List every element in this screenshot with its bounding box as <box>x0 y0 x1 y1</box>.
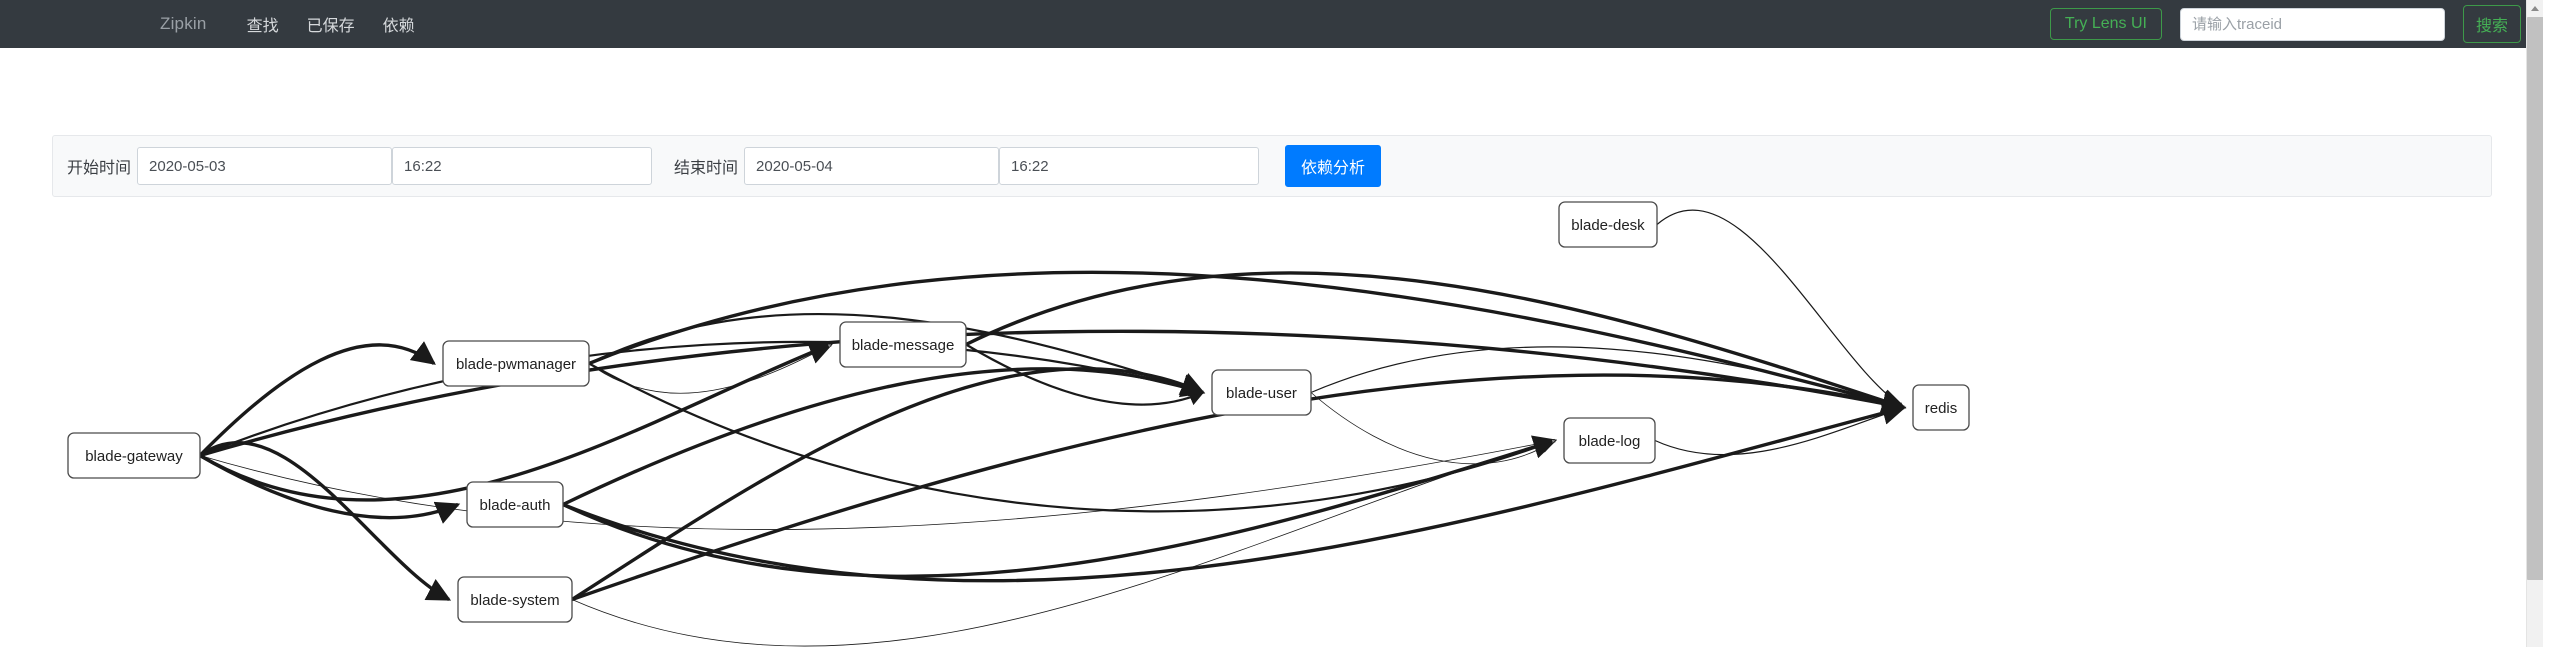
scrollbar-thumb[interactable] <box>2527 17 2543 580</box>
graph-node-blade-desk[interactable]: blade-desk <box>1558 201 1658 248</box>
scroll-up-arrow-icon[interactable] <box>2527 0 2543 17</box>
search-button[interactable]: 搜索 <box>2462 5 2521 43</box>
graph-edge[interactable] <box>199 340 1205 457</box>
graph-edge[interactable] <box>1654 406 1905 456</box>
graph-edge[interactable] <box>562 435 1558 578</box>
graph-node-blade-log[interactable]: blade-log <box>1563 417 1656 464</box>
graph-node-box[interactable] <box>1563 417 1656 464</box>
graph-edge[interactable] <box>588 270 1907 414</box>
try-lens-ui-button[interactable]: Try Lens UI <box>2049 8 2162 40</box>
graph-node-blade-auth[interactable]: blade-auth <box>466 481 564 528</box>
graph-node-blade-user[interactable]: blade-user <box>1211 369 1312 416</box>
graph-edge[interactable] <box>965 343 1205 406</box>
graph-edge[interactable] <box>562 401 1907 583</box>
nav-link-find[interactable]: 查找 <box>246 18 279 35</box>
graph-edges-layer <box>198 209 1907 647</box>
graph-edge[interactable] <box>198 341 436 457</box>
end-time-input[interactable] <box>999 147 1260 185</box>
app-brand[interactable]: Zipkin <box>160 14 207 33</box>
start-date-input[interactable] <box>137 147 393 185</box>
dependency-filter-bar: 开始时间 结束时间 依赖分析 <box>52 135 2492 197</box>
traceid-search-input[interactable] <box>2179 7 2445 41</box>
dependency-graph-canvas[interactable]: blade-gateway blade-pwmanager blade-messag… <box>0 197 2543 647</box>
graph-node-blade-message[interactable]: blade-message <box>839 321 967 368</box>
nav-link-saved[interactable]: 已保存 <box>306 18 355 35</box>
graph-node-box[interactable] <box>839 321 967 368</box>
graph-node-blade-system[interactable]: blade-system <box>457 576 573 623</box>
dependency-graph-svg[interactable]: blade-gateway blade-pwmanager blade-messag… <box>0 197 2543 647</box>
nav-link-dependency[interactable]: 依赖 <box>382 18 415 35</box>
graph-node-blade-gateway[interactable]: blade-gateway <box>67 432 201 479</box>
graph-edge[interactable] <box>199 341 834 502</box>
graph-node-box[interactable] <box>67 432 201 479</box>
graph-edge[interactable] <box>571 367 1206 601</box>
graph-edge[interactable] <box>199 454 461 524</box>
end-date-input[interactable] <box>744 147 1000 185</box>
navbar-right-group: Try Lens UI 搜索 <box>2049 0 2521 48</box>
graph-edge[interactable] <box>562 367 1206 507</box>
page-scrollbar[interactable] <box>2526 0 2543 647</box>
graph-node-box[interactable] <box>1912 384 1970 431</box>
graph-node-box[interactable] <box>1211 369 1312 416</box>
start-time-input[interactable] <box>392 147 653 185</box>
end-time-label: 结束时间 <box>674 160 739 177</box>
graph-node-box[interactable] <box>442 340 590 387</box>
start-time-label: 开始时间 <box>67 160 132 177</box>
graph-edge[interactable] <box>1656 209 1905 409</box>
graph-node-box[interactable] <box>1558 201 1658 248</box>
nav-links: 查找 已保存 依赖 <box>247 12 415 36</box>
analyze-dependencies-button[interactable]: 依赖分析 <box>1285 145 1382 187</box>
graph-nodes-layer: blade-gateway blade-pwmanager blade-messag… <box>67 201 1970 623</box>
graph-node-blade-pwmanager[interactable]: blade-pwmanager <box>442 340 590 387</box>
graph-node-redis[interactable]: redis <box>1912 384 1970 431</box>
graph-edge[interactable] <box>1310 346 1905 409</box>
graph-edge[interactable] <box>1310 392 1556 465</box>
graph-node-box[interactable] <box>466 481 564 528</box>
graph-edge[interactable] <box>199 329 1907 458</box>
top-navbar: Zipkin 查找 已保存 依赖 Try Lens UI 搜索 <box>0 0 2543 48</box>
graph-edge[interactable] <box>199 439 1556 530</box>
graph-edge[interactable] <box>965 271 1907 413</box>
graph-edge[interactable] <box>571 439 1556 647</box>
graph-node-box[interactable] <box>457 576 573 623</box>
